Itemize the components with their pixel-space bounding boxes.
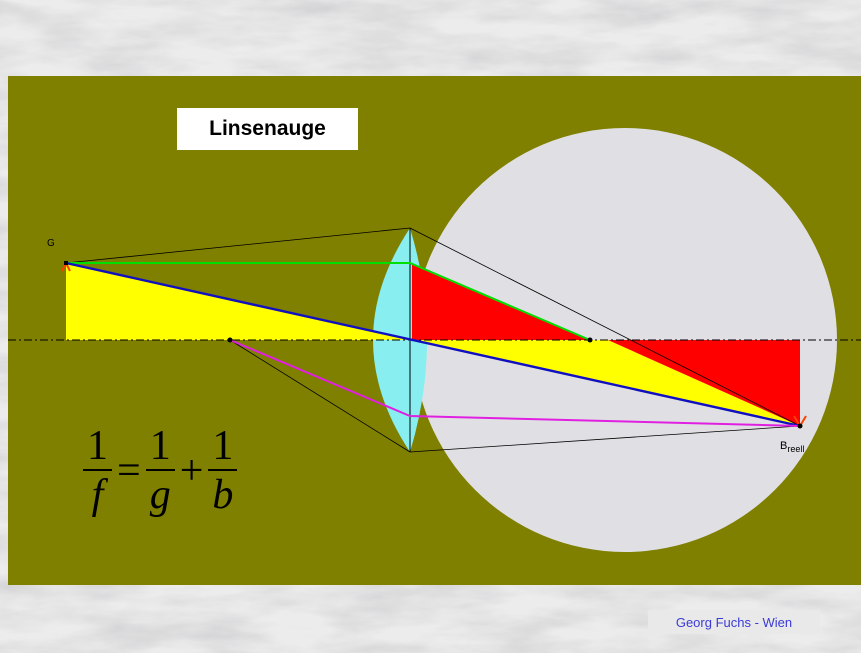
formula-lhs: 1 f <box>83 425 112 517</box>
formula-term-1-denominator: g <box>149 472 171 518</box>
formula-plus: + <box>179 448 204 494</box>
edge-ray-bottom-1 <box>229 339 411 453</box>
formula-lhs-bar <box>83 469 112 471</box>
formula-term-2-numerator: 1 <box>212 423 234 469</box>
author-credit-text: Georg Fuchs - Wien <box>675 614 793 630</box>
formula-term-2-bar <box>208 469 238 471</box>
focal-point-front <box>227 337 233 343</box>
edge-ray-bottom-2 <box>409 425 801 453</box>
object-point-marker <box>64 261 68 265</box>
diagram-panel <box>8 76 861 585</box>
formula-term-2-denominator: b <box>212 472 234 518</box>
image-triangle-lower <box>608 340 800 426</box>
image-point-subscript: reell <box>787 444 805 455</box>
focal-ray <box>229 339 801 427</box>
formula-term-1-bar <box>145 469 175 471</box>
lens-formula: 1 f = 1 g + 1 b <box>80 425 240 517</box>
page-title: Linsenauge <box>209 117 326 140</box>
focal-point-back <box>587 337 593 343</box>
edge-ray-top-2 <box>409 227 801 427</box>
formula-term-2: 1 b <box>208 423 238 518</box>
parallel-ray <box>66 262 591 341</box>
eye-optics-diagram <box>8 76 861 585</box>
formula-lhs-denominator: f <box>91 472 104 518</box>
formula-term-1-numerator: 1 <box>149 423 171 469</box>
image-point-label: Breell <box>780 440 804 454</box>
central-ray <box>65 261 801 428</box>
formula-equals: = <box>117 448 141 494</box>
image-point-letter: B <box>780 440 788 452</box>
title-box: Linsenauge <box>177 108 358 150</box>
author-credit: Georg Fuchs - Wien <box>648 610 820 634</box>
formula-lhs-numerator: 1 <box>87 423 108 469</box>
object-point-label: G <box>47 238 55 249</box>
image-point-marker <box>797 423 803 429</box>
edge-ray-top-1 <box>65 227 411 264</box>
formula-term-1: 1 g <box>145 423 175 518</box>
